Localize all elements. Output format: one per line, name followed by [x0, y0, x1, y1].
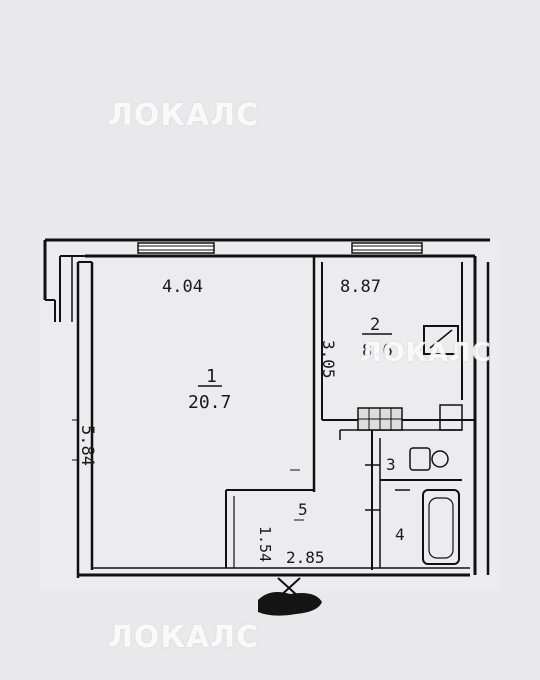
room2-area: 8.6: [362, 341, 393, 361]
room1-area: 20.7: [188, 392, 231, 413]
watermark-bottom: ЛОКАЛС: [108, 620, 260, 655]
room5-number: 5: [298, 500, 308, 519]
room4-number: 4: [395, 525, 405, 544]
window-room1: [137, 242, 215, 254]
room2-number: 2: [370, 315, 380, 335]
watermark-middle: ЛОКАЛС: [360, 338, 492, 368]
entrance-mark: [258, 592, 322, 616]
hall-length-label: 1.54: [256, 526, 274, 562]
hall-width-label: 2.85: [286, 548, 325, 567]
sink: [439, 404, 463, 431]
vent-shaft: [423, 325, 459, 355]
walls: [43, 238, 490, 578]
room1-length-label: 5.84: [77, 425, 97, 466]
window-room2: [351, 242, 423, 254]
room2-length-label: 3.05: [319, 340, 338, 379]
toilet: [409, 447, 431, 471]
bathtub: [422, 489, 460, 565]
room3-number: 3: [386, 455, 396, 474]
room2-width-label: 8.87: [340, 277, 381, 297]
room1-width-label: 4.04: [162, 277, 203, 297]
watermark-top: ЛОКАЛС: [108, 98, 260, 133]
room1-number: 1: [206, 366, 217, 387]
